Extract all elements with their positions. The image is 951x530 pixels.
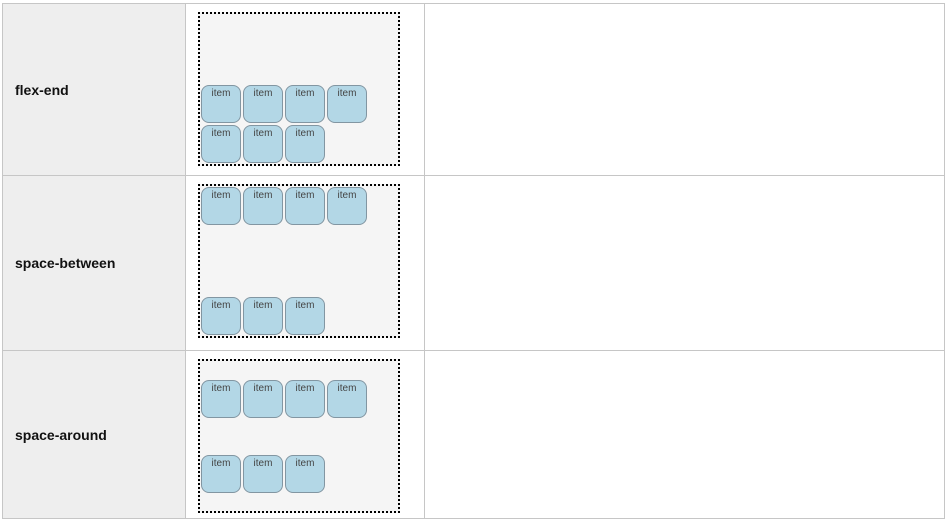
flex-item: item: [201, 187, 241, 225]
flex-item: item: [243, 125, 283, 163]
flex-item: item: [243, 454, 283, 493]
flex-item: item: [201, 379, 241, 418]
flex-item: item: [285, 297, 325, 335]
flex-item: item: [327, 187, 367, 225]
flex-item: item: [243, 187, 283, 225]
flex-item: item: [285, 454, 325, 493]
flex-item: item: [285, 125, 325, 163]
row-label-cell: flex-end: [2, 3, 186, 176]
flex-item: item: [327, 379, 367, 418]
row-label: space-between: [15, 255, 116, 271]
empty-cell: [424, 3, 945, 176]
flex-item: item: [285, 379, 325, 418]
flex-item: item: [285, 85, 325, 123]
flex-item: item: [243, 85, 283, 123]
row-label: space-around: [15, 426, 107, 443]
row-label-cell: space-around: [2, 350, 186, 519]
flex-item: item: [327, 85, 367, 123]
flex-item: item: [243, 379, 283, 418]
row-label: flex-end: [15, 81, 69, 98]
row-label-cell: space-between: [2, 175, 186, 351]
flex-item: item: [201, 454, 241, 493]
flex-item: item: [243, 297, 283, 335]
empty-cell: [424, 350, 945, 519]
flex-item: item: [201, 85, 241, 123]
flex-item: item: [201, 125, 241, 163]
empty-cell: [424, 175, 945, 351]
flex-item: item: [201, 297, 241, 335]
flex-item: item: [285, 187, 325, 225]
